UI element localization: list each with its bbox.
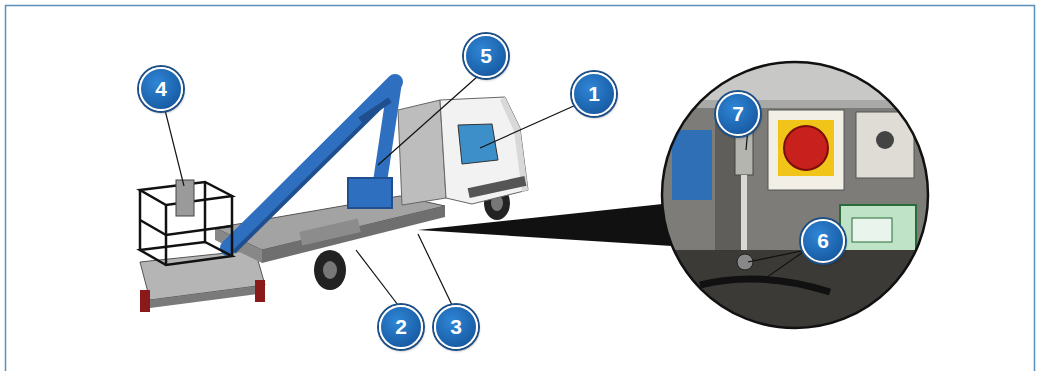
callout-number: 5 xyxy=(464,34,508,78)
frame xyxy=(6,6,1035,371)
basket xyxy=(140,180,232,265)
callout-number: 6 xyxy=(801,219,845,263)
callout-number: 7 xyxy=(716,92,760,136)
zoom-wedge xyxy=(418,203,672,246)
wheel xyxy=(314,250,346,290)
callout-number: 1 xyxy=(572,72,616,116)
inset-photo xyxy=(660,60,930,330)
cab xyxy=(398,97,528,205)
callout-number: 4 xyxy=(139,67,183,111)
leader-line xyxy=(165,76,576,305)
callout-number: 2 xyxy=(379,305,423,349)
leader-line xyxy=(746,128,806,282)
inset-border xyxy=(662,62,928,328)
callout-number: 3 xyxy=(434,305,478,349)
boom xyxy=(228,82,398,252)
